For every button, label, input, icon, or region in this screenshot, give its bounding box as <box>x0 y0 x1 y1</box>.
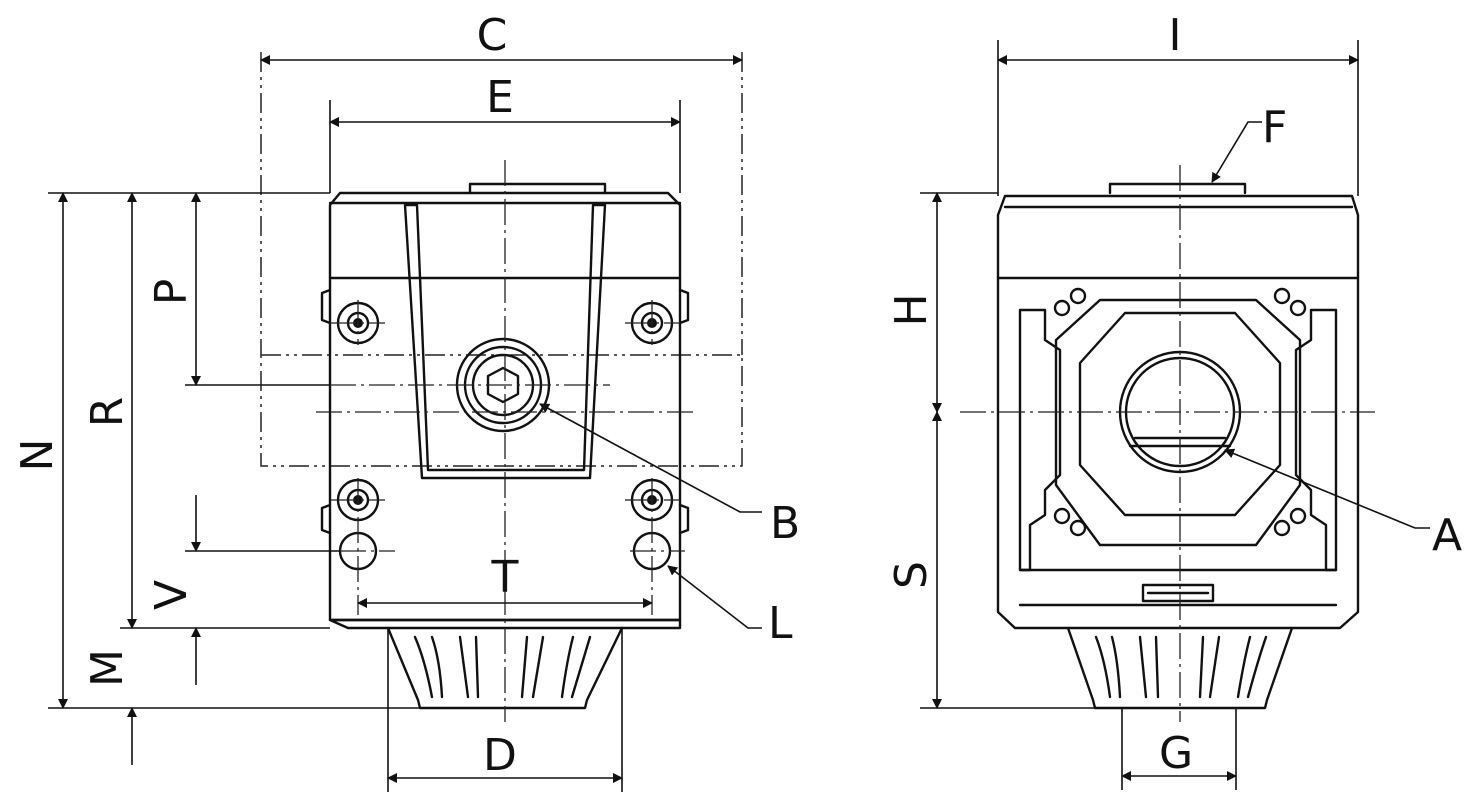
callout-l: L <box>768 598 793 649</box>
side-bowl <box>1066 626 1294 710</box>
octagon-inner <box>1078 311 1282 517</box>
side-view <box>960 165 1375 722</box>
dim-label-i: I <box>1169 10 1182 61</box>
dim-label-t: T <box>491 552 519 603</box>
inner-frame <box>1018 308 1062 572</box>
dim-label-c: C <box>477 10 508 61</box>
dim-label-h: H <box>886 293 937 326</box>
callout-a: A <box>1432 510 1462 561</box>
dim-label-r: R <box>82 397 133 428</box>
dim-label-g: G <box>1159 728 1193 779</box>
drain-slot <box>1141 583 1215 603</box>
front-view-dimensions: C E N R P V M T D <box>12 10 800 792</box>
callout-f: F <box>1262 102 1287 153</box>
octagon-outer <box>1054 298 1302 547</box>
dim-label-p: P <box>146 279 197 306</box>
side-view-dimensions: I F H S G A <box>886 10 1462 790</box>
side-top-cap <box>1108 182 1247 195</box>
drain-bowl <box>386 626 624 710</box>
dim-label-s: S <box>886 561 937 589</box>
hex-socket <box>486 366 520 404</box>
side-housing <box>996 194 1360 630</box>
callout-b: B <box>770 498 800 549</box>
phantom-outline <box>260 354 743 467</box>
dim-label-v: V <box>146 580 197 610</box>
dim-label-m: M <box>82 649 133 687</box>
dim-label-n: N <box>12 439 63 472</box>
bottom-flange <box>328 618 682 630</box>
corner-holes <box>1053 287 1307 537</box>
dim-label-e: E <box>486 72 514 123</box>
dim-label-d: D <box>483 730 517 781</box>
front-view <box>260 52 743 722</box>
top-cap <box>468 182 607 195</box>
gauge-panel <box>403 203 607 480</box>
